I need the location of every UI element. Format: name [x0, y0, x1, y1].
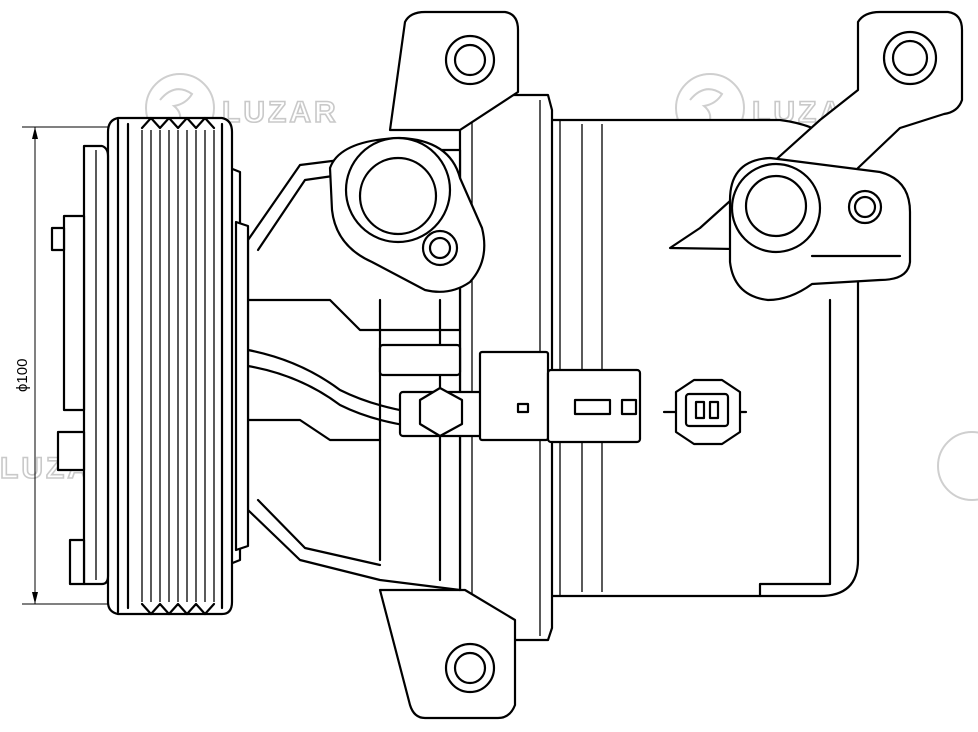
diameter-dimension: ϕ100 [14, 126, 115, 605]
suction-fitting [328, 136, 486, 293]
rear-fitting [728, 156, 912, 302]
clutch-pulley [106, 116, 250, 616]
diameter-label: ϕ100 [14, 359, 31, 392]
watermark-brand-text: LUZAR [222, 96, 339, 129]
clutch-front-plate [50, 144, 110, 586]
electrical-connector [246, 343, 642, 444]
watermark-right-edge [937, 431, 978, 501]
pressure-sensor-socket [662, 378, 748, 446]
